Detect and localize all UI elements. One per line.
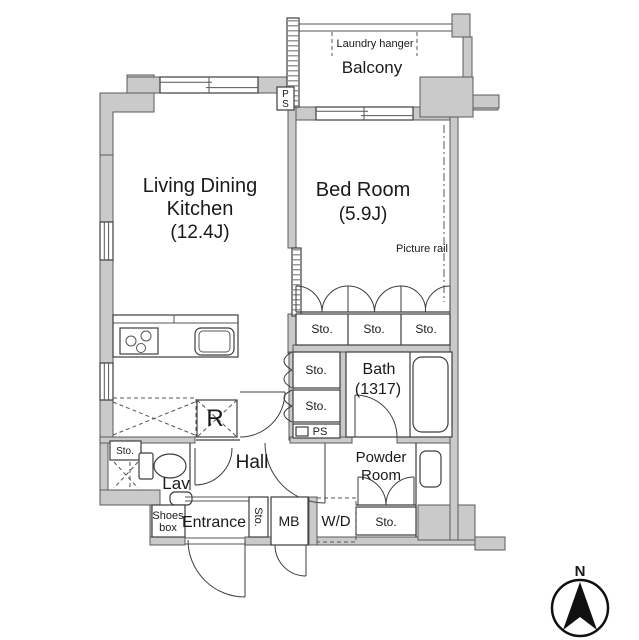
powder-sto-doors bbox=[357, 476, 415, 506]
label-entrance: Entrance bbox=[182, 514, 246, 531]
labels: Laundry hanger Balcony Living Dining Kit… bbox=[116, 38, 448, 534]
label-shaft-p: P bbox=[282, 89, 289, 100]
lav-door bbox=[194, 447, 233, 486]
label-bedroom-sto-3: Sto. bbox=[415, 322, 436, 336]
label-bath-size: (1317) bbox=[355, 381, 401, 398]
label-shaft-s: S bbox=[282, 99, 289, 110]
entrance-sto-box bbox=[248, 496, 269, 538]
bedroom-closet-row bbox=[295, 285, 451, 346]
label-laundry-hanger: Laundry hanger bbox=[336, 38, 413, 50]
label-powder-sto: Sto. bbox=[375, 515, 396, 529]
label-wd: W/D bbox=[321, 513, 350, 530]
label-shoes-1: Shoes bbox=[152, 510, 184, 522]
compass-arrow bbox=[563, 582, 597, 630]
label-balcony: Balcony bbox=[342, 58, 403, 77]
bathtub bbox=[412, 356, 449, 433]
label-hall-ps: PS bbox=[313, 426, 328, 438]
label-bedroom: Bed Room bbox=[316, 179, 411, 201]
balcony bbox=[286, 17, 452, 108]
bath bbox=[345, 351, 453, 438]
label-ldk-1: Living Dining bbox=[143, 175, 258, 197]
label-entrance-sto: Sto. bbox=[252, 507, 264, 527]
meter-box-door bbox=[274, 544, 307, 577]
lavatory bbox=[109, 440, 233, 506]
label-hall: Hall bbox=[236, 452, 269, 473]
lav-sto-box bbox=[109, 440, 142, 461]
ldk-left-window-1 bbox=[99, 221, 114, 261]
label-refrigerator: R bbox=[206, 405, 223, 432]
compass-n-label: N bbox=[575, 563, 586, 580]
entrance-door bbox=[187, 539, 246, 598]
washbasin bbox=[419, 450, 442, 488]
label-lav: Lav bbox=[162, 474, 190, 493]
label-bath: Bath bbox=[363, 361, 396, 378]
closet-doors bbox=[295, 285, 451, 313]
pipe-shaft-box bbox=[276, 86, 295, 111]
ldk-left-window-2 bbox=[99, 362, 114, 401]
hall-closet-column bbox=[283, 351, 341, 439]
label-ldk-2: Kitchen bbox=[167, 198, 234, 220]
windows bbox=[99, 76, 414, 401]
meter-box bbox=[270, 496, 309, 546]
compass: N bbox=[550, 563, 610, 638]
ldk-door bbox=[239, 391, 286, 438]
label-hall-sto-2: Sto. bbox=[305, 399, 326, 413]
label-shoes-2: box bbox=[159, 522, 177, 534]
washer-dryer-space bbox=[316, 497, 357, 543]
label-bedroom-sto-1: Sto. bbox=[311, 322, 332, 336]
kitchen-sink bbox=[194, 327, 235, 356]
label-hall-sto-1: Sto. bbox=[305, 363, 326, 377]
toilet-bowl bbox=[153, 453, 187, 479]
label-bedroom-size: (5.9J) bbox=[339, 204, 388, 225]
bath-door bbox=[354, 394, 398, 438]
shoes-box bbox=[151, 504, 186, 538]
label-mb: MB bbox=[279, 513, 300, 529]
label-lav-sto: Sto. bbox=[116, 446, 134, 457]
lav-sink bbox=[169, 491, 193, 506]
entrance-area bbox=[151, 496, 309, 598]
label-ldk-size: (12.4J) bbox=[170, 222, 229, 243]
label-picture-rail: Picture rail bbox=[396, 243, 448, 255]
kitchen bbox=[112, 314, 240, 441]
label-powder-1: Powder bbox=[356, 449, 407, 466]
label-bedroom-sto-2: Sto. bbox=[363, 322, 384, 336]
label-powder-2: Room bbox=[361, 467, 401, 484]
toilet-tank bbox=[138, 452, 154, 480]
powder-door bbox=[264, 442, 326, 504]
powder-room bbox=[264, 442, 442, 543]
